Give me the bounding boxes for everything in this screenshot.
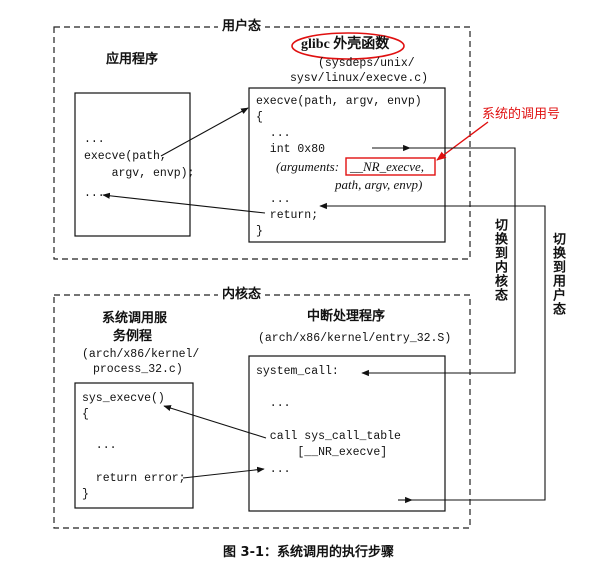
app-code-line3: argv, envp); bbox=[84, 167, 195, 180]
handler-code-line5: [__NR_execve] bbox=[256, 446, 388, 459]
app-box bbox=[74, 92, 191, 237]
wrapper-code-close-brace: } bbox=[256, 225, 263, 238]
wrapper-code-arguments: (arguments: bbox=[276, 159, 340, 174]
wrapper-box bbox=[248, 87, 446, 243]
service-box bbox=[74, 382, 194, 509]
wrapper-code-int: int 0x80 bbox=[256, 143, 326, 156]
service-label-line2: 务例程 bbox=[113, 329, 153, 344]
service-code-line6: } bbox=[82, 488, 89, 501]
handler-code-line7: ... bbox=[256, 463, 291, 476]
glibc-label: glibc 外壳函数 bbox=[301, 37, 390, 52]
user-space-title: 用户态 bbox=[218, 20, 266, 33]
handler-code-line1: system_call: bbox=[256, 365, 339, 378]
wrapper-code-return: return; bbox=[256, 209, 319, 222]
switch-to-kernel-label: 切换到内核态 bbox=[490, 214, 509, 306]
glibc-path-line1: (sysdeps/unix/ bbox=[318, 57, 415, 70]
app-label: 应用程序 bbox=[106, 52, 159, 67]
syscall-number-label: 系统的调用号 bbox=[482, 107, 561, 122]
handler-code-line3: ... bbox=[256, 397, 291, 410]
wrapper-code-signature: execve(path, argv, envp) bbox=[256, 95, 422, 108]
dispatch-arrow bbox=[163, 405, 267, 439]
switch-to-kernel-path bbox=[361, 147, 516, 377]
wrapper-code-args: path, argv, envp) bbox=[335, 177, 423, 192]
handler-code-line4: call sys_call_table bbox=[256, 430, 401, 443]
service-path-line1: (arch/x86/kernel/ bbox=[82, 348, 200, 361]
wrapper-code-nr-execve: __NR_execve, bbox=[350, 159, 424, 174]
glibc-path-line2: sysv/linux/execve.c) bbox=[290, 72, 429, 85]
kernel-space-region bbox=[53, 294, 471, 529]
service-code-line1: sys_execve() bbox=[82, 392, 165, 405]
switch-to-user-path bbox=[319, 202, 546, 501]
user-space-region bbox=[53, 26, 471, 260]
app-code-line2: execve(path, bbox=[84, 150, 167, 163]
service-code-line3: ... bbox=[82, 439, 117, 452]
kernel-space-title: 内核态 bbox=[218, 288, 266, 301]
app-code-line1: ... bbox=[84, 133, 105, 146]
wrapper-code-ellipsis1: ... bbox=[256, 127, 291, 140]
service-path-line2: process_32.c) bbox=[93, 363, 183, 376]
wrapper-code-ellipsis2: ... bbox=[256, 193, 291, 206]
app-code-line4: ... bbox=[84, 187, 105, 200]
figure-caption: 图 3-1：系统调用的执行步骤 bbox=[223, 545, 395, 560]
handler-label: 中断处理程序 bbox=[307, 309, 386, 324]
service-return-arrow bbox=[182, 466, 265, 479]
return-arrow bbox=[102, 192, 266, 214]
glibc-highlight-ellipse bbox=[291, 32, 405, 60]
call-arrow bbox=[160, 107, 249, 157]
handler-box bbox=[248, 355, 446, 512]
service-label-line1: 系统调用服 bbox=[102, 311, 168, 326]
syscall-number-highlight bbox=[345, 157, 436, 176]
service-code-line2: { bbox=[82, 408, 89, 421]
service-code-line5: return error; bbox=[82, 472, 186, 485]
syscall-number-pointer bbox=[436, 121, 489, 161]
wrapper-code-open-brace: { bbox=[256, 111, 263, 124]
handler-path: (arch/x86/kernel/entry_32.S) bbox=[258, 332, 452, 345]
switch-to-user-label: 切换到用户态 bbox=[548, 228, 567, 320]
